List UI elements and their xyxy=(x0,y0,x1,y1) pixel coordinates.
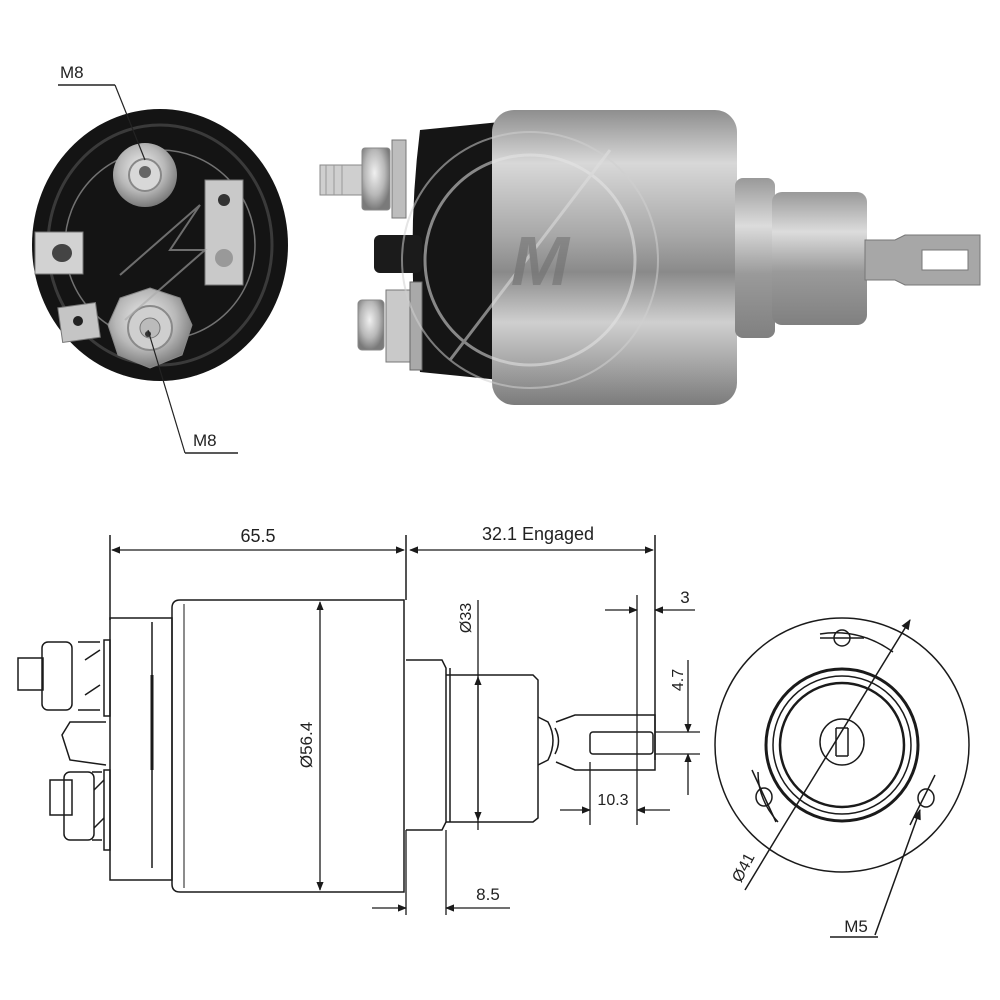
photo-side-view: M xyxy=(319,110,981,405)
callout-m8-top: M8 xyxy=(58,63,146,161)
label-nose-diameter: Ø33 xyxy=(458,603,475,633)
front-view-labels: Ø41 M5 xyxy=(729,850,867,936)
dim-41 xyxy=(779,619,911,833)
label-body-diameter: Ø56.4 xyxy=(297,722,316,768)
dimension-lines xyxy=(111,546,700,915)
watermark-logo: M xyxy=(401,131,659,389)
photo-end-view: M8 M8 xyxy=(32,63,288,454)
label-mount-thread: M5 xyxy=(844,917,868,936)
stud-bottom xyxy=(357,281,423,371)
svg-text:M: M xyxy=(511,222,571,300)
label-m8-top: M8 xyxy=(60,63,84,82)
label-m8-bottom: M8 xyxy=(193,431,217,450)
dimension-labels: 65.5 32.1 Engaged Ø56.4 Ø33 8.5 3 4.7 10… xyxy=(240,524,689,904)
terminal-stud-bottom xyxy=(107,287,193,369)
drawing-front-view xyxy=(714,617,970,938)
solenoid-body xyxy=(492,110,737,405)
label-slot-length: 10.3 xyxy=(597,792,628,809)
label-slot-width: 4.7 xyxy=(670,669,687,691)
label-flange-offset: 8.5 xyxy=(476,885,500,904)
label-body-length: 65.5 xyxy=(240,526,275,546)
label-bolt-circle: Ø41 xyxy=(729,850,758,885)
terminal-stud-top xyxy=(113,143,177,207)
drawing-side-elevation xyxy=(17,535,656,893)
callout-m8-bottom: M8 xyxy=(147,329,238,454)
label-engaged-stroke: 32.1 Engaged xyxy=(482,524,594,544)
stud-top xyxy=(319,139,407,219)
label-tab-thickness: 3 xyxy=(680,588,689,607)
